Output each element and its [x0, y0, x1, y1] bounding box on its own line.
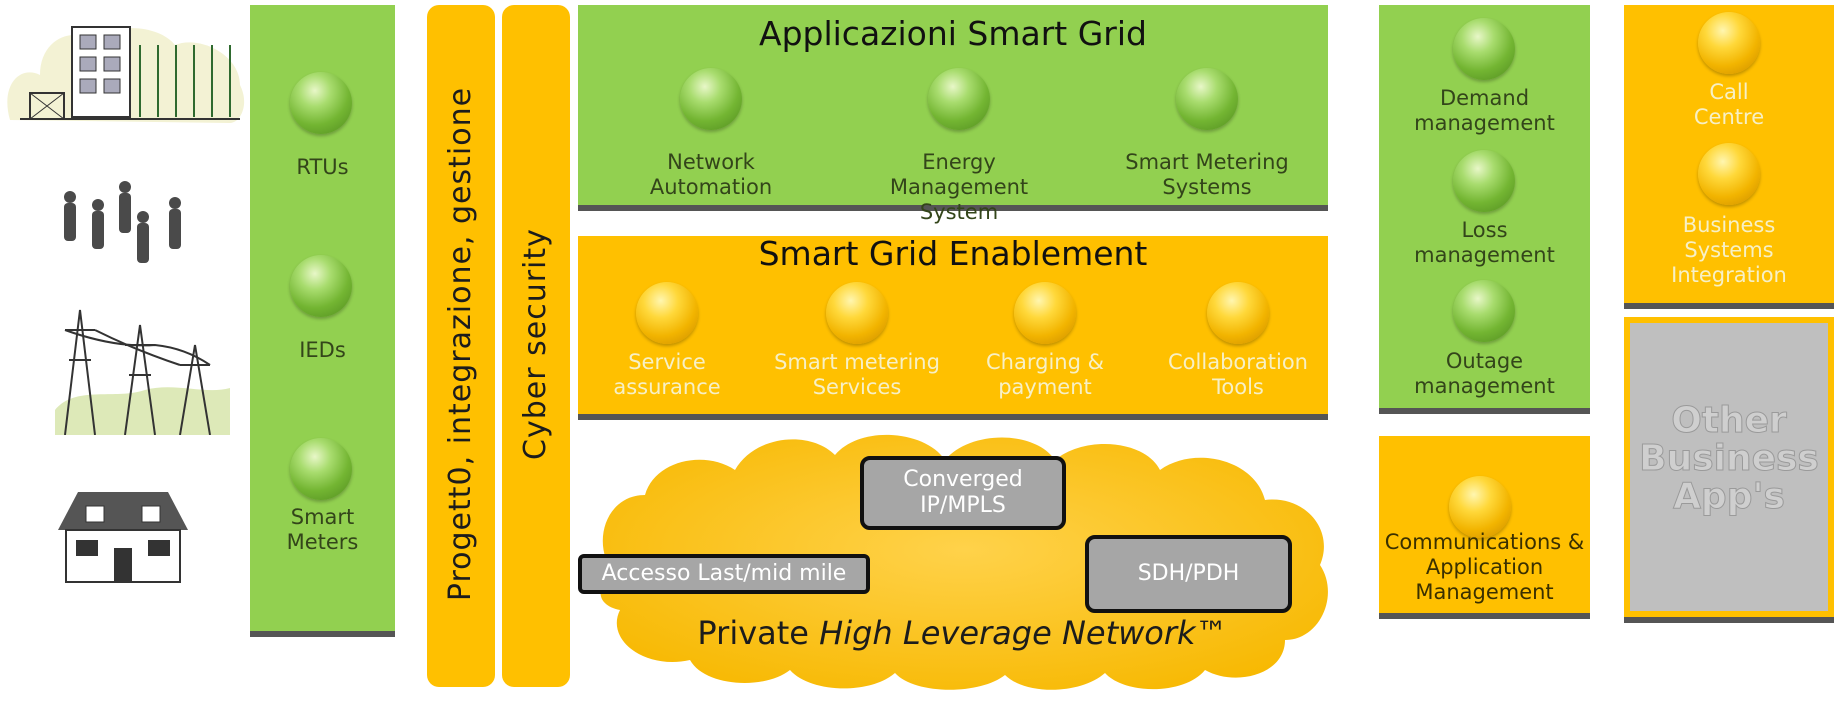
service-assurance-label: Service assurance — [613, 350, 721, 399]
smart-metering-systems-label: Smart Metering Systems — [1125, 150, 1289, 199]
collaboration-tools-sphere-icon — [1207, 282, 1269, 344]
house-illustration — [58, 492, 188, 583]
converged-ip-mpls-node: Converged IP/MPLS — [860, 456, 1066, 530]
network-cloud — [600, 434, 1328, 690]
ems-label: Energy Management System — [889, 150, 1029, 224]
substation-illustration — [7, 26, 245, 123]
rtus-sphere-icon — [290, 72, 352, 134]
network-title: Private High Leverage Network™ — [585, 614, 1340, 652]
smart-metering-services-label: Smart metering Services — [774, 350, 940, 399]
cyber-security-bar-label: Cyber security — [518, 228, 553, 460]
accesso-last-mid-mile-node: Accesso Last/mid mile — [578, 554, 870, 594]
collaboration-tools-label: Collaboration Tools — [1168, 350, 1308, 399]
outage-management-sphere-icon — [1453, 280, 1515, 342]
ems-sphere-icon — [928, 68, 990, 130]
call-centre-label: Call Centre — [1693, 80, 1765, 129]
rtus-label: RTUs — [296, 155, 349, 179]
enablement-title: Smart Grid Enablement — [758, 234, 1148, 273]
business-systems-integration-sphere-icon — [1698, 143, 1760, 205]
enablement-panel — [578, 236, 1328, 414]
demand-management-label: Demand management — [1414, 86, 1555, 135]
loss-management-sphere-icon — [1453, 150, 1515, 212]
integration-bar — [427, 5, 495, 687]
communications-label: Communications & Application Management — [1384, 530, 1585, 604]
cyber-security-bar — [502, 5, 570, 687]
other-business-apps-label: Other Business App's — [1639, 400, 1820, 517]
applications-title: Applicazioni Smart Grid — [759, 14, 1147, 53]
power-lines-illustration — [55, 309, 230, 435]
charging-payment-label: Charging & payment — [986, 350, 1104, 399]
ieds-sphere-icon — [290, 255, 352, 317]
other-business-apps-inner — [1630, 323, 1828, 611]
smart-metering-systems-sphere-icon — [1176, 68, 1238, 130]
communications-sphere-icon — [1449, 476, 1511, 538]
business-systems-integration-label: Business Systems Integration — [1671, 213, 1787, 287]
service-assurance-sphere-icon — [636, 282, 698, 344]
smart-meters-sphere-icon — [290, 438, 352, 500]
ieds-label: IEDs — [299, 338, 346, 362]
smart-metering-services-sphere-icon — [826, 282, 888, 344]
sdh-pdh-node: SDH/PDH — [1085, 535, 1292, 613]
call-centre-sphere-icon — [1698, 12, 1760, 74]
network-automation-sphere-icon — [680, 68, 742, 130]
demand-management-sphere-icon — [1453, 18, 1515, 80]
network-title-italic: High Leverage Network™ — [819, 614, 1228, 652]
outage-management-label: Outage management — [1414, 349, 1555, 398]
people-illustration — [64, 181, 181, 263]
charging-payment-sphere-icon — [1014, 282, 1076, 344]
integration-bar-label: Progett0, integrazione, gestione — [443, 86, 478, 602]
smart-meters-label: Smart Meters — [286, 505, 359, 554]
loss-management-label: Loss management — [1414, 218, 1555, 267]
network-title-plain: Private — [697, 614, 809, 652]
network-automation-label: Network Automation — [649, 150, 773, 199]
